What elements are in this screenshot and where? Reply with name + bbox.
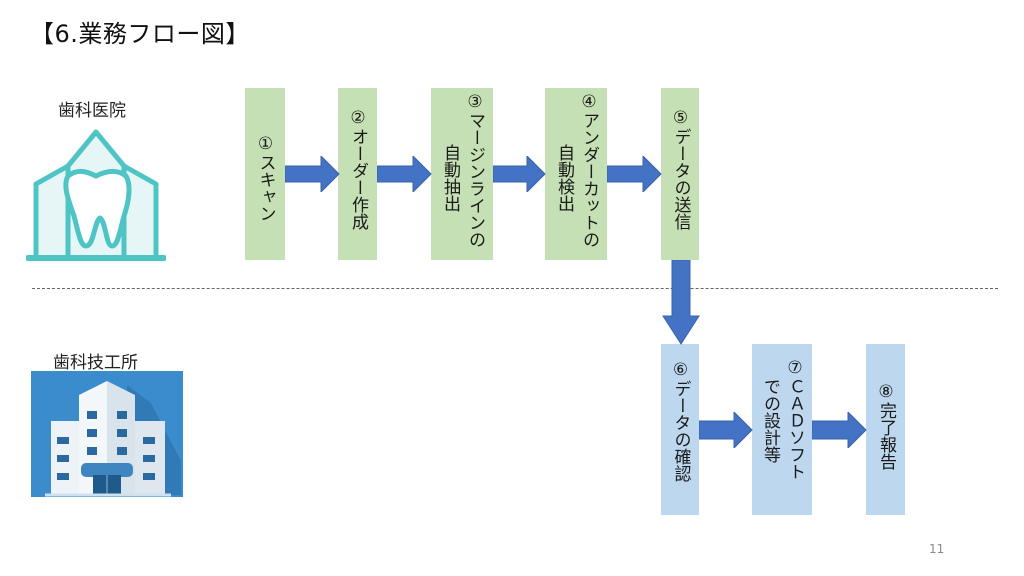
step-4-label-line-1: ④アンダーカットの bbox=[579, 92, 599, 248]
step-7-cad-design: ⑦ＣＡＤソフト での設計等 bbox=[752, 344, 812, 515]
step-1-scan: ①スキャン bbox=[245, 88, 285, 260]
arrow-7-to-8 bbox=[812, 412, 867, 448]
step-7-label-line-2: での設計等 bbox=[760, 378, 780, 463]
step-6-check-data: ⑥データの確認 bbox=[661, 344, 699, 515]
tooth-clinic-icon bbox=[26, 129, 166, 261]
slide-title: 【6.業務フロー図】 bbox=[30, 20, 250, 48]
arrow-2-to-3 bbox=[377, 156, 432, 192]
step-3-margin-line: ③マージンラインの 自動抽出 bbox=[431, 88, 493, 260]
lane-label-lab: 歯科技工所 bbox=[53, 353, 138, 373]
office-building-icon bbox=[31, 371, 183, 497]
lane-divider bbox=[32, 288, 998, 289]
step-8-completion-report: ⑧完了報告 bbox=[866, 344, 905, 515]
arrow-3-to-4 bbox=[493, 156, 546, 192]
step-1-label: ①スキャン bbox=[255, 134, 276, 222]
arrow-6-to-7 bbox=[699, 412, 753, 448]
arrow-1-to-2 bbox=[285, 156, 340, 192]
page-number: 11 bbox=[929, 542, 945, 556]
step-2-order: ②オーダー作成 bbox=[338, 88, 377, 260]
step-5-send-data: ⑤データの送信 bbox=[661, 88, 699, 260]
step-8-label: ⑧完了報告 bbox=[876, 382, 896, 470]
step-6-label: ⑥データの確認 bbox=[670, 360, 691, 482]
arrow-4-to-5 bbox=[607, 156, 662, 192]
step-3-label-line-2: 自動抽出 bbox=[440, 144, 460, 212]
step-4-label-line-2: 自動検出 bbox=[554, 144, 574, 212]
step-3-label-line-1: ③マージンラインの bbox=[465, 92, 485, 248]
step-7-label-line-1: ⑦ＣＡＤソフト bbox=[785, 358, 805, 480]
step-5-label: ⑤データの送信 bbox=[670, 108, 691, 230]
arrow-5-to-6 bbox=[662, 260, 700, 345]
lane-label-clinic: 歯科医院 bbox=[58, 101, 126, 121]
step-4-undercut: ④アンダーカットの 自動検出 bbox=[545, 88, 607, 260]
step-2-label: ②オーダー作成 bbox=[348, 108, 368, 230]
